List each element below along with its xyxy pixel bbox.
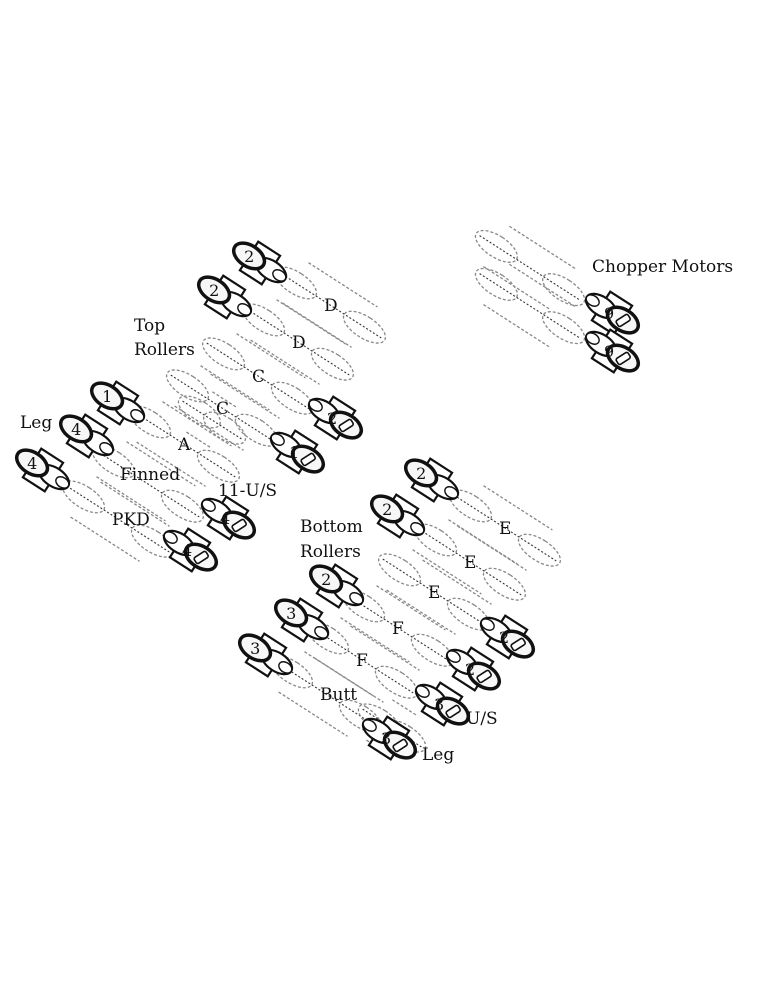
motor-number: 9 <box>604 342 614 361</box>
roller-12: Butt <box>269 651 383 737</box>
roller-label: E <box>428 583 440 603</box>
bottom-rollers-label-line2: Rollers <box>300 542 361 562</box>
roller-label: A <box>177 435 191 455</box>
motor-17: 3 <box>361 715 418 761</box>
motor-number: 3 <box>286 604 296 623</box>
leg-label-top: Leg <box>20 413 52 433</box>
motor-number: 2 <box>382 500 392 519</box>
motor-18: 9 <box>584 290 641 336</box>
motor-number: 1 <box>289 443 299 462</box>
motor-16: 3 <box>414 681 471 727</box>
motor-3: 4 <box>58 413 115 459</box>
rollers-layer: DD C C A PKD E E E F F Butt <box>61 225 586 757</box>
motor-11: 2 <box>308 563 365 609</box>
motor-number: 2 <box>499 628 509 647</box>
roller-label: F <box>392 619 404 639</box>
top-rollers-label-line1: Top <box>134 316 165 336</box>
roller-4: A <box>127 401 241 487</box>
motor-number: 2 <box>416 464 426 483</box>
motor-0: 2 <box>231 240 288 286</box>
motor-number: 2 <box>321 570 331 589</box>
motor-number: 3 <box>434 695 444 714</box>
motor-number: 2 <box>244 247 254 266</box>
motors-layer: 2 2 1 4 4 2 1 4 4 2 2 2 3 3 2 2 3 3 9 9 <box>14 240 641 761</box>
roller-5 <box>91 441 205 527</box>
motor-9: 2 <box>403 457 460 503</box>
motor-2: 1 <box>89 380 146 426</box>
motor-number: 1 <box>102 387 112 406</box>
motor-5: 2 <box>307 395 364 441</box>
motor-4: 4 <box>14 447 71 493</box>
motor-number: 4 <box>27 454 37 473</box>
motor-number: 2 <box>465 660 475 679</box>
motor-12: 3 <box>273 597 330 643</box>
roller-label: E <box>499 519 511 539</box>
roller-2: C <box>201 333 315 419</box>
motor-number: 4 <box>71 420 81 439</box>
motor-number: 2 <box>327 409 337 428</box>
motor-13: 3 <box>237 632 294 678</box>
labels-layer: Top Rollers Bottom Rollers Chopper Motor… <box>20 257 733 765</box>
motor-number: 4 <box>182 541 192 560</box>
leg-label-bottom: Leg <box>422 745 454 765</box>
roller-label: PKD <box>112 510 150 530</box>
motor-number: 3 <box>381 729 391 748</box>
motor-number: 3 <box>250 639 260 658</box>
roller-chopper-0 <box>474 225 586 311</box>
motor-number: 9 <box>604 304 614 323</box>
motor-19: 9 <box>584 328 641 374</box>
roller-label: E <box>464 553 476 573</box>
roller-1: D <box>241 299 355 385</box>
motor-number: 2 <box>209 281 219 300</box>
bottom-rollers-label-line1: Bottom <box>300 517 363 537</box>
u-s-label-bottom: U/S <box>466 709 498 729</box>
roller-10: F <box>341 585 455 671</box>
u-s-label-top: 11-U/S <box>218 481 277 501</box>
roller-chopper-1 <box>474 263 586 349</box>
roller-label: C <box>216 399 229 419</box>
top-rollers-label-line2: Rollers <box>134 340 195 360</box>
motor-15: 2 <box>445 646 502 692</box>
motor-8: 4 <box>162 527 219 573</box>
motor-number: 4 <box>220 509 230 528</box>
roller-14 <box>177 391 247 449</box>
roller-label: D <box>292 333 306 353</box>
roller-label: D <box>324 296 338 316</box>
roller-9: E <box>377 549 491 635</box>
chopper-motors-label: Chopper Motors <box>592 257 733 277</box>
roller-label: C <box>252 367 265 387</box>
motor-7: 4 <box>200 495 257 541</box>
roller-8: E <box>413 519 527 605</box>
roller-6: PKD <box>61 476 175 562</box>
finned-label: Finned <box>120 465 180 485</box>
motor-10: 2 <box>369 493 426 539</box>
roller-7: E <box>448 485 562 571</box>
motor-14: 2 <box>479 614 536 660</box>
motor-1: 2 <box>196 274 253 320</box>
motor-6: 1 <box>269 429 326 475</box>
roller-label: Butt <box>320 685 357 705</box>
roller-label: F <box>356 651 368 671</box>
